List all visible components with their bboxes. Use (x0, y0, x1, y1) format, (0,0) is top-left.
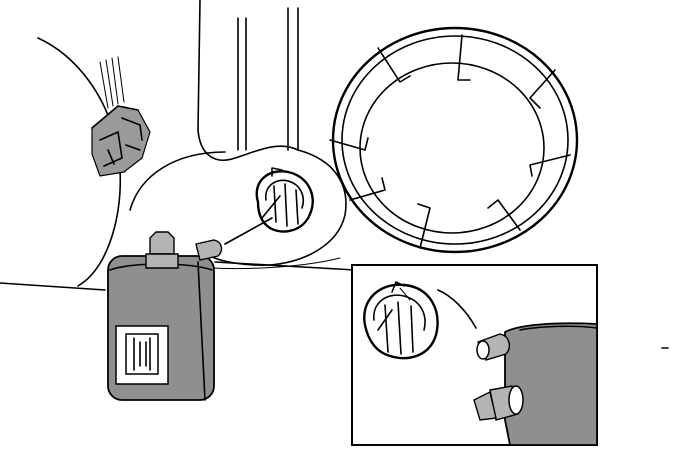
detail-inset (351, 264, 598, 446)
inset-pump-nozzle-top (476, 333, 511, 361)
inset-pump-nozzle-bottom (473, 385, 524, 421)
reservoir-panel (0, 0, 356, 291)
pump-outlet-nozzle (195, 239, 223, 261)
reservoir-grommet (224, 167, 314, 245)
filler-neck (329, 26, 579, 254)
inset-leader-line (437, 289, 477, 329)
pump-connector (115, 325, 169, 385)
pump-inlet-nozzle (145, 231, 179, 269)
inset-pump-body (504, 322, 598, 446)
wiring-harness-plug (91, 56, 151, 177)
inset-grommet (363, 281, 439, 360)
